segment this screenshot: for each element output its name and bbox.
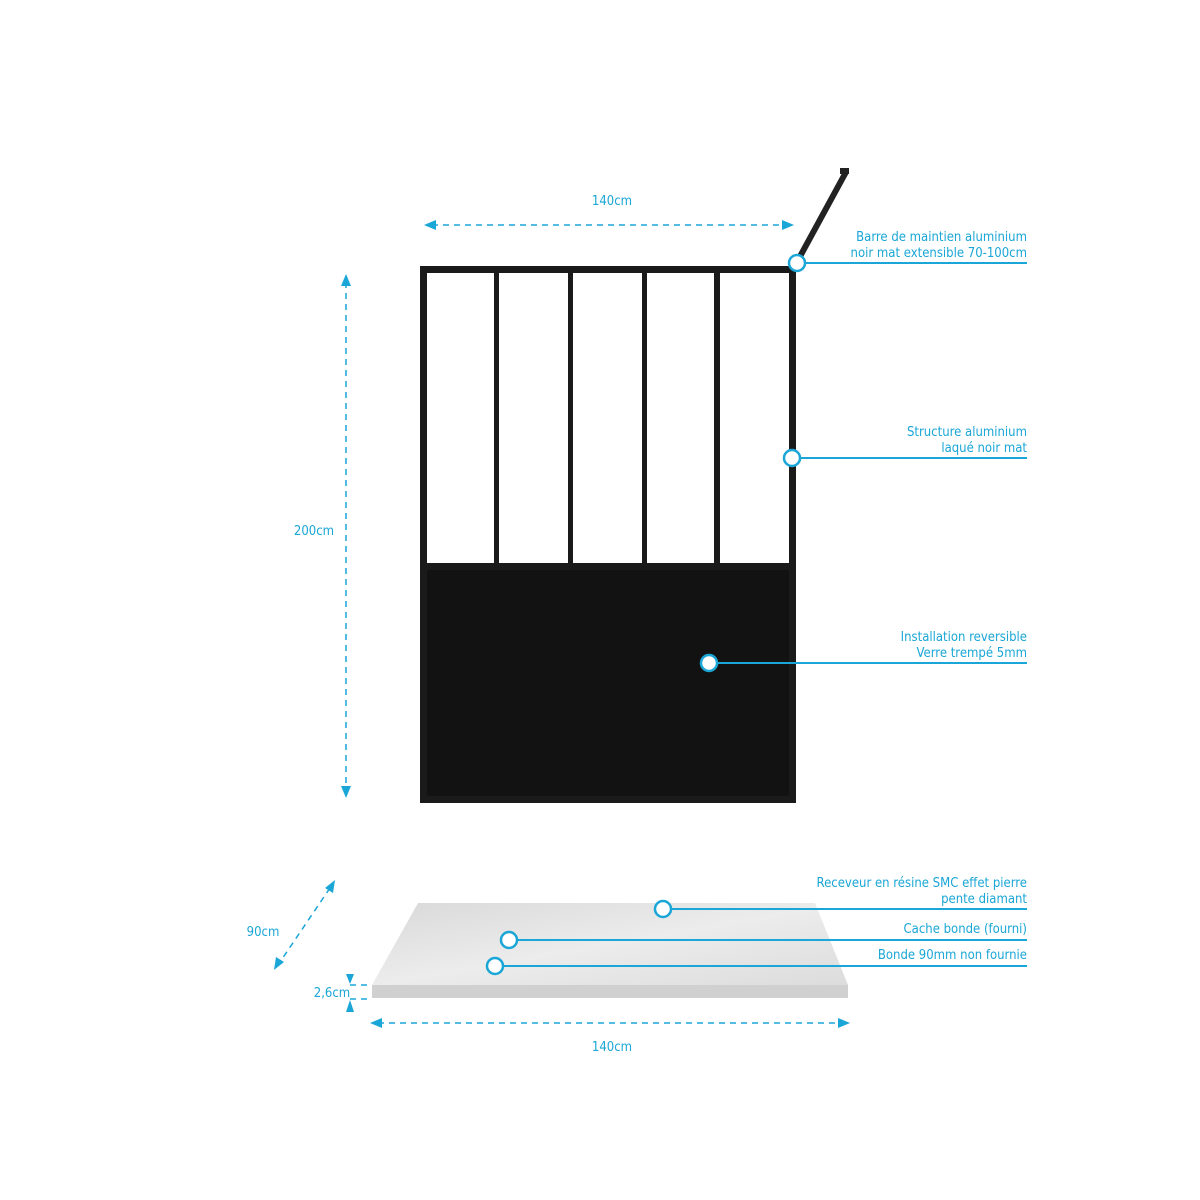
- glass-pane: [427, 273, 494, 563]
- support-bar: [794, 168, 849, 264]
- glass-pane: [573, 273, 642, 563]
- shower-tray: [372, 903, 848, 998]
- tray-depth-label: 90cm: [247, 925, 280, 940]
- svg-text:pente diamant: pente diamant: [941, 892, 1027, 907]
- frosted-black-panel: [427, 570, 789, 796]
- glass-pane: [499, 273, 568, 563]
- glass-pane: [647, 273, 714, 563]
- panel-height-dimension: 200cm: [294, 274, 351, 798]
- svg-text:Installation reversible: Installation reversible: [901, 630, 1027, 645]
- panel-width-dimension: 140cm: [424, 194, 794, 230]
- tray-thickness-label: 2,6cm: [314, 986, 350, 1001]
- panel-height-label: 200cm: [294, 524, 334, 539]
- tray-width-dimension: 140cm: [370, 1018, 850, 1055]
- tray-width-label: 140cm: [592, 1040, 632, 1055]
- svg-text:Receveur en résine SMC effet p: Receveur en résine SMC effet pierre: [817, 876, 1027, 891]
- svg-text:Cache bonde (fourni): Cache bonde (fourni): [904, 922, 1027, 937]
- callout-glass: Installation reversible Verre trempé 5mm: [699, 630, 1027, 673]
- tray-depth-dimension: 90cm: [247, 880, 335, 970]
- callout-drain: Bonde 90mm non fournie: [485, 948, 1027, 976]
- svg-text:Structure aluminium: Structure aluminium: [907, 425, 1027, 440]
- svg-text:laqué noir mat: laqué noir mat: [941, 441, 1027, 456]
- svg-text:Barre de maintien aluminium: Barre de maintien aluminium: [856, 230, 1027, 245]
- callout-support-bar: Barre de maintien aluminium noir mat ext…: [787, 230, 1027, 273]
- svg-text:Verre trempé 5mm: Verre trempé 5mm: [917, 646, 1027, 661]
- glass-pane: [720, 273, 789, 563]
- shower-panel: [420, 266, 796, 803]
- tray-thickness-dimension: 2,6cm: [314, 974, 372, 1012]
- callout-structure: Structure aluminium laqué noir mat: [782, 425, 1027, 468]
- callout-drain-cover: Cache bonde (fourni): [499, 922, 1027, 950]
- callout-tray-material: Receveur en résine SMC effet pierre pent…: [653, 876, 1027, 919]
- svg-text:Bonde 90mm non fournie: Bonde 90mm non fournie: [878, 948, 1027, 963]
- panel-width-label: 140cm: [592, 194, 632, 209]
- svg-text:noir mat extensible 70-100cm: noir mat extensible 70-100cm: [851, 246, 1027, 261]
